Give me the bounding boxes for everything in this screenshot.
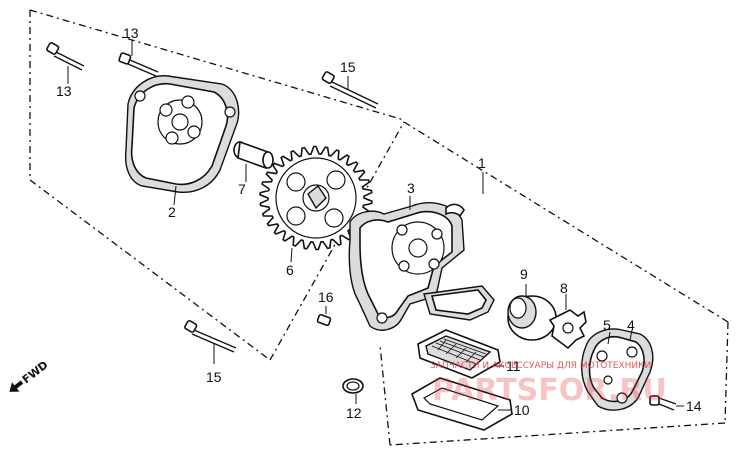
callout-4: 4 bbox=[627, 317, 635, 333]
callout-13-right: 13 bbox=[123, 25, 139, 41]
callout-16: 16 bbox=[318, 289, 334, 305]
callout-11: 11 bbox=[506, 358, 521, 374]
inner-rotor-8 bbox=[548, 294, 587, 350]
shaft-7 bbox=[233, 140, 274, 182]
sprocket-6 bbox=[259, 145, 373, 263]
callout-9: 9 bbox=[520, 266, 528, 282]
watermark-logo: PARTSFOR.RU bbox=[432, 373, 667, 408]
bolt-14 bbox=[649, 395, 677, 411]
callout-1: 1 bbox=[478, 155, 486, 171]
callout-7: 7 bbox=[238, 181, 246, 197]
pump-body-3 bbox=[348, 196, 465, 331]
callout-10: 10 bbox=[514, 402, 530, 418]
watermark-text: ЗАПЧАСТИ И АКСЕССУАРЫ ДЛЯ МОТОТЕХНИКИ bbox=[430, 361, 651, 371]
callout-15-top: 15 bbox=[340, 59, 356, 75]
watermark: PARTSFOR.RU ЗАПЧАСТИ И АКСЕССУАРЫ ДЛЯ МО… bbox=[430, 361, 667, 408]
fwd-label: FWD bbox=[20, 358, 51, 386]
o-ring-12 bbox=[342, 378, 364, 404]
pump-cover-2 bbox=[124, 75, 240, 206]
callout-3: 3 bbox=[407, 180, 415, 196]
bolt-13-right bbox=[118, 40, 159, 77]
callout-2: 2 bbox=[168, 204, 176, 220]
callout-8: 8 bbox=[560, 280, 568, 296]
outer-rotor-9 bbox=[507, 284, 557, 341]
strainer-screen-11 bbox=[417, 329, 501, 379]
callout-15-bottom: 15 bbox=[206, 369, 222, 385]
pin-16 bbox=[316, 306, 332, 327]
bolt-15-top bbox=[321, 71, 379, 109]
bolt-15-bottom bbox=[184, 319, 237, 364]
strainer-plate bbox=[423, 285, 495, 321]
callout-14: 14 bbox=[686, 398, 702, 414]
seal-10 bbox=[411, 377, 513, 431]
callout-12: 12 bbox=[346, 405, 362, 421]
callout-6: 6 bbox=[286, 262, 294, 278]
callout-13-left: 13 bbox=[56, 83, 72, 99]
callout-5: 5 bbox=[603, 317, 611, 333]
rotor-cover-4-5 bbox=[581, 328, 654, 411]
bolt-13-left bbox=[46, 41, 85, 84]
fwd-arrow: FWD bbox=[9, 358, 51, 392]
callouts: 13 13 15 1 2 7 3 6 9 8 16 5 4 15 11 12 1… bbox=[56, 25, 702, 421]
